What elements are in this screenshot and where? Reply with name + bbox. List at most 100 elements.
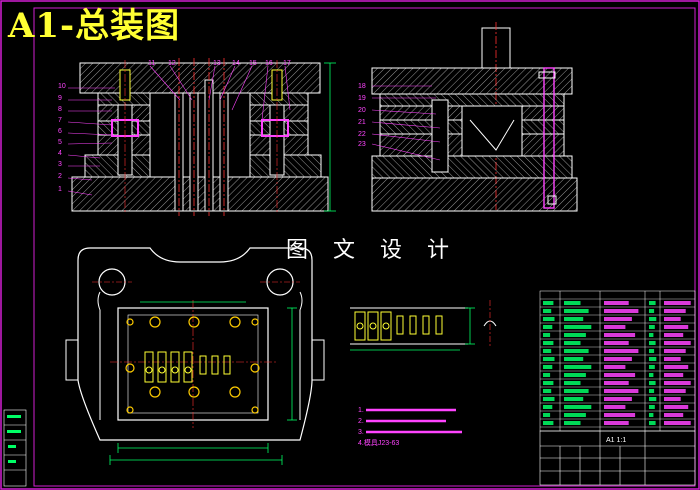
bom-cell xyxy=(543,341,554,345)
part-callout-label: 20 xyxy=(358,107,366,114)
part-callout-label: 22 xyxy=(358,131,366,138)
bom-cell xyxy=(649,397,657,401)
bom-cell xyxy=(649,373,654,377)
bom-cell xyxy=(543,421,554,425)
part-callout-label: 16 xyxy=(265,60,273,67)
bom-cell xyxy=(649,341,656,345)
bom-cell xyxy=(543,389,552,393)
technical-notes-lines xyxy=(366,408,462,434)
bom-cell xyxy=(564,357,584,361)
bom-cell xyxy=(664,389,686,393)
bom-cell xyxy=(564,381,581,385)
part-callout-label: 4 xyxy=(58,150,62,157)
bom-rows xyxy=(540,298,695,428)
bom-cell xyxy=(664,413,684,417)
note-item: 3. xyxy=(358,429,364,436)
strip-layout xyxy=(350,307,468,345)
part-callout-label: 3 xyxy=(58,161,62,168)
drawing-title: A1-总装图 xyxy=(8,6,181,46)
note-item: 1. xyxy=(358,407,364,414)
watermark-text: 图 文 设 计 xyxy=(286,238,458,263)
bom-cell xyxy=(664,357,681,361)
side-view-callouts xyxy=(371,85,441,161)
bom-cell xyxy=(664,405,689,409)
part-callout-label: 10 xyxy=(58,83,66,90)
bom-cell xyxy=(604,333,636,337)
title-block-text: A1 1:1 xyxy=(606,437,626,444)
bom-cell xyxy=(543,365,553,369)
bom-cell xyxy=(543,405,553,409)
bom-cell xyxy=(604,357,632,361)
part-callout-label: 7 xyxy=(58,117,62,124)
strip-dimensions xyxy=(350,307,475,351)
bom-cell xyxy=(604,301,629,305)
bom-cell xyxy=(649,421,656,425)
bom-cell xyxy=(543,309,552,313)
bom-cell xyxy=(604,317,632,321)
bom-cell xyxy=(564,325,592,329)
bom-cell xyxy=(564,389,589,393)
front-section-view xyxy=(71,58,336,216)
bom-cell xyxy=(564,405,592,409)
bom-cell xyxy=(543,325,553,329)
bom-cell xyxy=(664,349,686,353)
part-callout-label: 17 xyxy=(283,60,291,67)
bom-cell xyxy=(564,317,584,321)
bom-cell xyxy=(604,309,639,313)
bom-cell xyxy=(649,325,655,329)
bom-cell xyxy=(564,349,589,353)
bom-cell xyxy=(649,413,654,417)
bom-cell xyxy=(604,349,639,353)
bom-cell xyxy=(543,357,555,361)
bom-cell xyxy=(564,421,581,425)
side-section-view xyxy=(371,22,578,212)
bom-cells xyxy=(543,301,691,425)
margin-strip xyxy=(3,409,27,487)
bom-cell xyxy=(664,309,686,313)
bom-cell xyxy=(543,349,552,353)
plan-strip-layout xyxy=(144,351,231,383)
note-item: 4.模具J23-63 xyxy=(358,438,399,447)
bom-cell xyxy=(649,381,656,385)
bom-cell xyxy=(543,397,555,401)
bom-cell xyxy=(649,389,655,393)
bom-cell xyxy=(604,405,626,409)
bom-cell xyxy=(649,405,655,409)
part-callout-label: 11 xyxy=(148,60,155,67)
bom-table xyxy=(539,290,696,432)
part-callout-label: 15 xyxy=(249,60,257,67)
part-callout-label: 21 xyxy=(358,119,366,126)
bom-cell xyxy=(564,301,581,305)
bom-cell xyxy=(604,413,636,417)
bom-cell xyxy=(604,341,629,345)
part-callout-label: 5 xyxy=(58,139,62,146)
bom-cell xyxy=(543,333,551,337)
bom-cell xyxy=(664,341,691,345)
bom-cell xyxy=(543,317,555,321)
part-callout-label: 13 xyxy=(213,60,221,67)
bom-cell xyxy=(543,373,551,377)
bom-cell xyxy=(664,373,684,377)
bom-cell xyxy=(649,309,655,313)
plan-dimensions xyxy=(109,301,297,465)
part-callout-label: 2 xyxy=(58,173,62,180)
bom-cell xyxy=(604,365,626,369)
bom-cell xyxy=(664,301,691,305)
plan-view-holes xyxy=(125,316,260,414)
bom-cell xyxy=(664,317,681,321)
bom-cell xyxy=(604,325,626,329)
bom-cell xyxy=(649,301,656,305)
bom-cell xyxy=(543,301,554,305)
bom-cell xyxy=(649,365,655,369)
part-callout-label: 8 xyxy=(58,106,62,113)
front-view-callouts xyxy=(67,65,291,196)
bom-cell xyxy=(564,413,586,417)
bom-cell xyxy=(564,373,586,377)
bom-cell xyxy=(543,381,554,385)
bom-cell xyxy=(564,341,581,345)
part-callout-label: 23 xyxy=(358,141,366,148)
bom-cell xyxy=(604,373,636,377)
